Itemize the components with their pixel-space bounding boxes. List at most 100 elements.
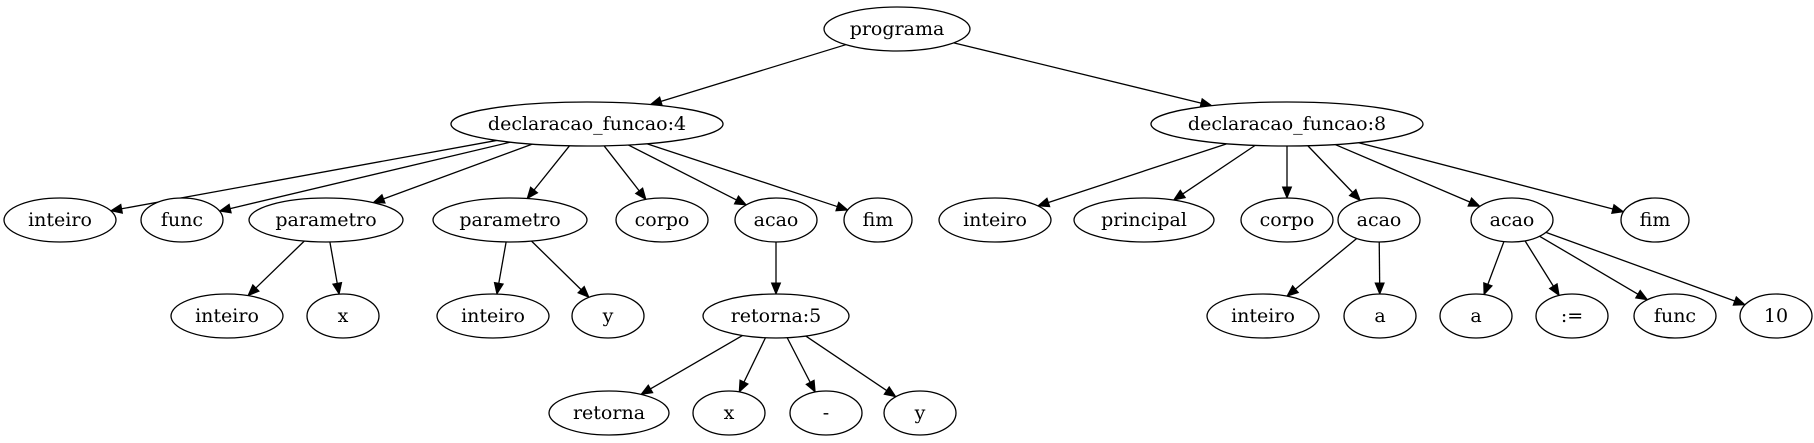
node-ellipse xyxy=(734,197,818,243)
tree-node-func: func xyxy=(140,197,224,243)
node-ellipse xyxy=(1343,293,1417,339)
tree-edge xyxy=(1281,146,1293,200)
tree-node-inteiro: inteiro xyxy=(1206,293,1320,339)
node-label: inteiro xyxy=(461,305,525,327)
arrow-head xyxy=(109,203,124,214)
tree-node-y: y xyxy=(571,293,645,339)
arrow-head xyxy=(1036,197,1051,208)
tree-edge xyxy=(1285,237,1358,297)
node-ellipse xyxy=(883,390,957,436)
arrow-head xyxy=(1483,281,1493,296)
arrow-head xyxy=(526,186,539,200)
node-label: y xyxy=(602,305,614,327)
node-ellipse xyxy=(1535,293,1609,339)
node-ellipse xyxy=(1439,293,1513,339)
node-ellipse xyxy=(571,293,645,339)
tree-edge xyxy=(371,143,533,204)
arrow-head xyxy=(577,285,590,299)
node-ellipse xyxy=(306,293,380,339)
arrow-head xyxy=(493,281,505,296)
node-label: parametro xyxy=(459,209,560,231)
arrow-head xyxy=(1467,196,1482,207)
tree-edge xyxy=(247,240,305,297)
node-label: acao xyxy=(754,209,799,231)
arrow-head xyxy=(1548,282,1560,297)
tree-edge xyxy=(805,335,897,398)
arrow-head xyxy=(805,379,816,394)
edge-line xyxy=(1182,144,1256,195)
tree-node-fim: fim xyxy=(843,197,913,243)
node-ellipse xyxy=(3,197,117,243)
arrow-head xyxy=(1285,284,1300,297)
node-ellipse xyxy=(1633,293,1717,339)
edge-line xyxy=(383,143,533,200)
edge-line xyxy=(1307,145,1354,193)
arrow-head xyxy=(835,201,849,212)
tree-node-x: x xyxy=(692,390,766,436)
tree-edge xyxy=(531,240,590,299)
tree-node-fim: fim xyxy=(1620,197,1690,243)
node-label: x xyxy=(338,305,349,327)
node-ellipse xyxy=(615,197,709,243)
tree-edge xyxy=(1483,241,1505,296)
tree-edge xyxy=(639,334,743,396)
node-label: inteiro xyxy=(1231,305,1295,327)
arrow-head xyxy=(738,379,749,394)
node-label: programa xyxy=(850,18,945,40)
tree-edge xyxy=(646,143,849,212)
tree-node-acao: acao xyxy=(1337,197,1421,243)
node-ellipse xyxy=(1739,293,1813,339)
tree-node-a: a xyxy=(1343,293,1417,339)
tree-edge xyxy=(1036,143,1228,208)
tree-edge xyxy=(1374,241,1385,296)
edge-line xyxy=(531,240,582,291)
tree-node-principal: principal xyxy=(1073,197,1215,243)
edge-line xyxy=(1048,143,1228,204)
tree-node-a: a xyxy=(1439,293,1513,339)
node-label: inteiro xyxy=(963,209,1027,231)
tree-edge xyxy=(738,337,767,394)
node-label: acao xyxy=(1490,209,1535,231)
arrow-head xyxy=(1172,189,1187,201)
edge-line xyxy=(953,42,1202,104)
tree-edge xyxy=(1358,142,1625,214)
node-label: fim xyxy=(863,209,894,231)
arrow-head xyxy=(331,281,343,296)
arrow-head xyxy=(634,187,647,201)
node-ellipse xyxy=(1337,197,1421,243)
node-label: a xyxy=(1470,305,1481,327)
arrow-head xyxy=(1634,289,1649,301)
edge-line xyxy=(603,145,640,192)
node-label: func xyxy=(161,209,203,231)
node-label: parametro xyxy=(275,209,376,231)
tree-node-symbol: := xyxy=(1535,293,1609,339)
node-label: := xyxy=(1561,305,1583,327)
tree-edge xyxy=(627,144,748,206)
edge-line xyxy=(743,337,767,383)
edge-line xyxy=(805,335,888,392)
arrow-head xyxy=(371,193,386,204)
node-label: corpo xyxy=(635,209,690,231)
node-ellipse xyxy=(450,101,724,147)
tree-node-acao: acao xyxy=(1470,197,1554,243)
tree-node-corpo: corpo xyxy=(615,197,709,243)
tree-node-declaracao-funcao-8: declaracao_funcao:8 xyxy=(1150,101,1424,147)
tree-node-func: func xyxy=(1633,293,1717,339)
edge-line xyxy=(627,144,737,201)
edge-line xyxy=(650,334,743,390)
tree-edge xyxy=(1172,144,1256,201)
edge-line xyxy=(1545,231,1735,302)
arrow-head xyxy=(770,282,782,296)
arrow-head xyxy=(733,194,748,206)
tree-edge xyxy=(1334,143,1482,207)
tree-edge xyxy=(329,241,343,296)
tree-node-y: y xyxy=(883,390,957,436)
arrow-head xyxy=(639,384,654,396)
tree-node-parametro: parametro xyxy=(432,197,588,243)
node-ellipse xyxy=(1073,197,1215,243)
edge-line xyxy=(498,241,507,284)
node-label: retorna xyxy=(573,402,645,424)
tree-edge xyxy=(218,141,511,214)
edge-line xyxy=(646,143,838,208)
edge-line xyxy=(1358,142,1613,210)
